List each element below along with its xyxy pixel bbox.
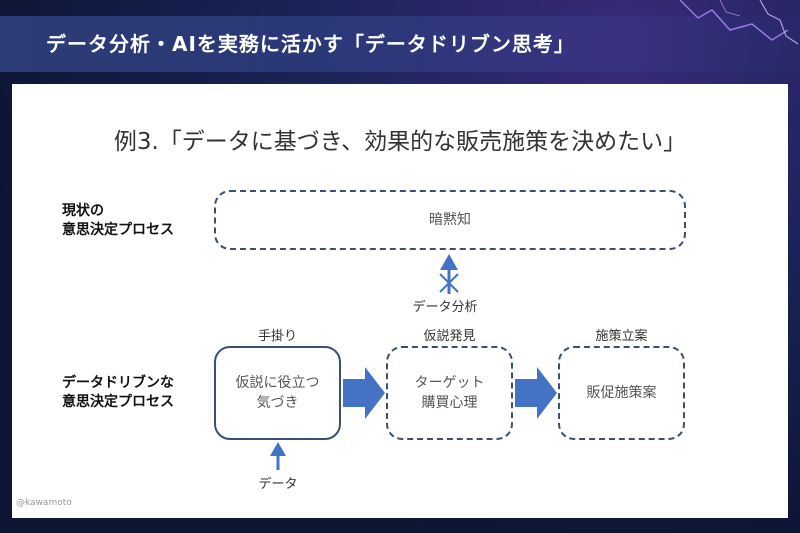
step2-box: ターゲット 購買心理 (386, 346, 513, 440)
implicit-knowledge-text: 暗黙知 (429, 212, 471, 228)
header-band (0, 16, 800, 72)
credit-text: @kawamoto (16, 498, 72, 508)
step3-box: 販促施策案 (558, 346, 685, 440)
step1-box: 仮説に役立つ 気づき (214, 346, 341, 440)
slide-title: 例3.「データに基づき、効果的な販売施策を決めたい」 (113, 129, 687, 155)
page-title: データ分析・AIを実務に活かす「データドリブン思考」 (46, 32, 575, 56)
data-analysis-caption: データ分析 (412, 300, 478, 315)
driven-process-label: データドリブンな 意思決定プロセス (62, 375, 174, 410)
step1-caption: 手掛り (257, 329, 297, 344)
data-analysis-up-arrow-icon (439, 254, 459, 294)
step2-caption: 仮説発見 (423, 329, 476, 344)
implicit-knowledge-box: 暗黙知 (214, 190, 686, 250)
data-caption: データ (258, 477, 298, 492)
right-arrow-icon-2 (515, 367, 557, 419)
slide-panel: 例3.「データに基づき、効果的な販売施策を決めたい」 現状の 意思決定プロセス … (12, 84, 788, 518)
lightning-decoration-icon (679, 0, 799, 45)
step3-caption: 施策立案 (595, 329, 648, 344)
right-arrow-icon-1 (343, 367, 385, 419)
data-up-arrow-icon (270, 442, 286, 470)
current-process-label: 現状の 意思決定プロセス (62, 203, 174, 238)
